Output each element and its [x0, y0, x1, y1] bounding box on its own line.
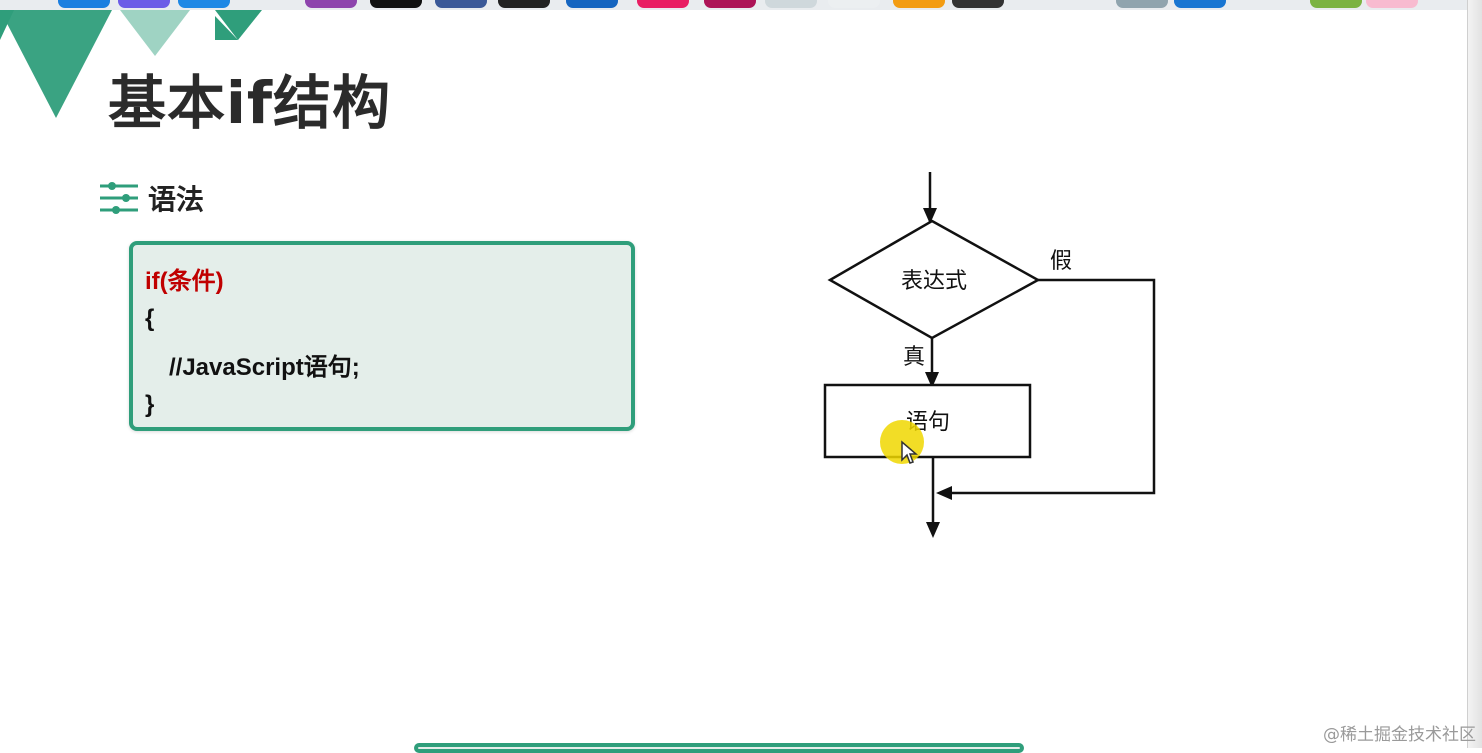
dock-app-icon[interactable]: [1174, 0, 1226, 8]
dock-app-icon[interactable]: [118, 0, 170, 8]
dock-app-icon[interactable]: [828, 0, 880, 8]
watermark: @稀土掘金技术社区: [1323, 725, 1476, 745]
dock-app-icon[interactable]: [1366, 0, 1418, 8]
window-edge-strip: [1468, 0, 1482, 748]
dock-app-icon[interactable]: [1310, 0, 1362, 8]
code-line-close-brace: }: [145, 391, 155, 418]
true-label: 真: [903, 345, 925, 370]
section-title: 语法: [148, 183, 205, 216]
flow-entry-arrowhead: [923, 208, 937, 224]
dock-app-icon[interactable]: [178, 0, 230, 8]
dock-app-icon[interactable]: [637, 0, 689, 8]
dock-strip: [0, 0, 1482, 10]
false-label: 假: [1050, 249, 1072, 274]
dock-app-icon[interactable]: [58, 0, 110, 8]
dock-app-icon[interactable]: [893, 0, 945, 8]
flow-exit-arrowhead: [926, 522, 940, 538]
flow-false-line: [946, 278, 1156, 495]
code-line-open-brace: {: [145, 305, 155, 332]
slide-title: 基本if结构: [108, 69, 392, 137]
flow-false-arrowhead: [936, 486, 952, 500]
dock-app-icon[interactable]: [305, 0, 357, 8]
code-line-statement: //JavaScript语句;: [169, 354, 360, 381]
mouse-pointer-icon: [901, 440, 918, 464]
next-code-box-peek: [414, 743, 1024, 753]
window-edge-line: [1467, 0, 1468, 748]
code-line-condition: if(条件): [145, 268, 224, 295]
statement-box: [823, 383, 1032, 459]
dock-app-icon[interactable]: [435, 0, 487, 8]
dock-app-icon[interactable]: [498, 0, 550, 8]
dock-app-icon[interactable]: [1116, 0, 1168, 8]
dock-app-icon[interactable]: [566, 0, 618, 8]
dock-app-icon[interactable]: [370, 0, 422, 8]
dock-app-icon[interactable]: [704, 0, 756, 8]
flow-true-arrowhead: [925, 372, 939, 388]
dock-app-icon[interactable]: [765, 0, 817, 8]
list-settings-icon: [98, 180, 140, 216]
dock-app-icon[interactable]: [952, 0, 1004, 8]
code-box: if(条件) { //JavaScript语句; }: [129, 241, 635, 431]
corner-decoration: [0, 10, 262, 118]
decision-label: 表达式: [901, 269, 967, 294]
cursor-highlight: [880, 420, 926, 466]
section-header: 语法: [98, 178, 204, 218]
